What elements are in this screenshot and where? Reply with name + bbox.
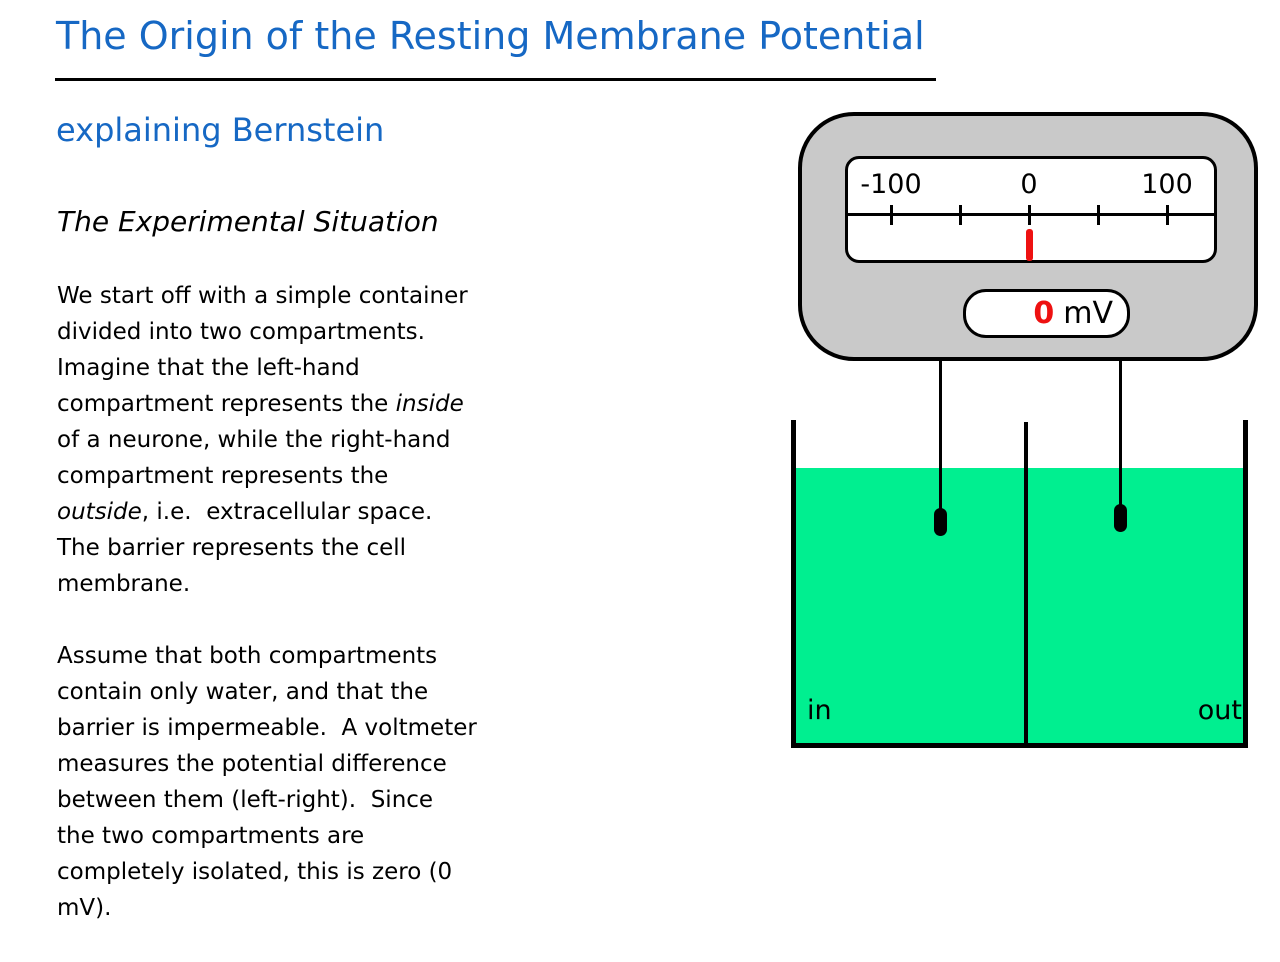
- scale-tick: [1096, 205, 1100, 225]
- scale-label: 0: [1020, 169, 1038, 200]
- page-subtitle: explaining Bernstein: [56, 111, 385, 149]
- left-electrode-wire: [939, 359, 942, 511]
- text-run: , i.e. extracellular space. The barrier …: [57, 499, 433, 597]
- right-electrode-wire: [1119, 359, 1122, 507]
- scale-label: -100: [860, 169, 922, 200]
- scale-tick: [1165, 205, 1169, 225]
- beaker-bottom: [791, 743, 1248, 748]
- text-run: We start off with a simple container div…: [57, 283, 468, 417]
- body-paragraphs: We start off with a simple container div…: [57, 278, 637, 962]
- beaker-left-wall: [791, 420, 796, 748]
- page: The Origin of the Resting Membrane Poten…: [55, 14, 1258, 921]
- paragraph: We start off with a simple container div…: [57, 278, 637, 602]
- liquid: [796, 468, 1243, 743]
- scale-label: 100: [1141, 169, 1193, 200]
- page-title: The Origin of the Resting Membrane Poten…: [56, 14, 925, 58]
- scale-tick: [1027, 205, 1031, 225]
- right-electrode-tip: [1114, 504, 1127, 532]
- meter-needle: [1025, 229, 1033, 261]
- italic-text-run: inside: [395, 391, 464, 417]
- paragraph: Assume that both compartments contain on…: [57, 638, 637, 926]
- scale-tick: [958, 205, 962, 225]
- voltage-display: 0 mV: [963, 289, 1130, 338]
- voltage-unit: mV: [1063, 295, 1113, 331]
- left-electrode-tip: [934, 508, 947, 536]
- italic-text-run: outside: [57, 499, 142, 525]
- section-heading: The Experimental Situation: [57, 205, 439, 238]
- scale-tick: [889, 205, 893, 225]
- text-run: Assume that both compartments contain on…: [57, 643, 477, 921]
- title-underline: [55, 78, 936, 81]
- compartment-label-out: out: [1197, 695, 1242, 726]
- text-run: of a neurone, while the right-hand compa…: [57, 427, 451, 489]
- compartment-label-in: in: [807, 695, 832, 726]
- beaker-right-wall: [1243, 420, 1248, 748]
- membrane-barrier: [1024, 422, 1028, 743]
- voltage-value: 0: [1033, 295, 1055, 331]
- scale-axis-line: [848, 213, 1214, 216]
